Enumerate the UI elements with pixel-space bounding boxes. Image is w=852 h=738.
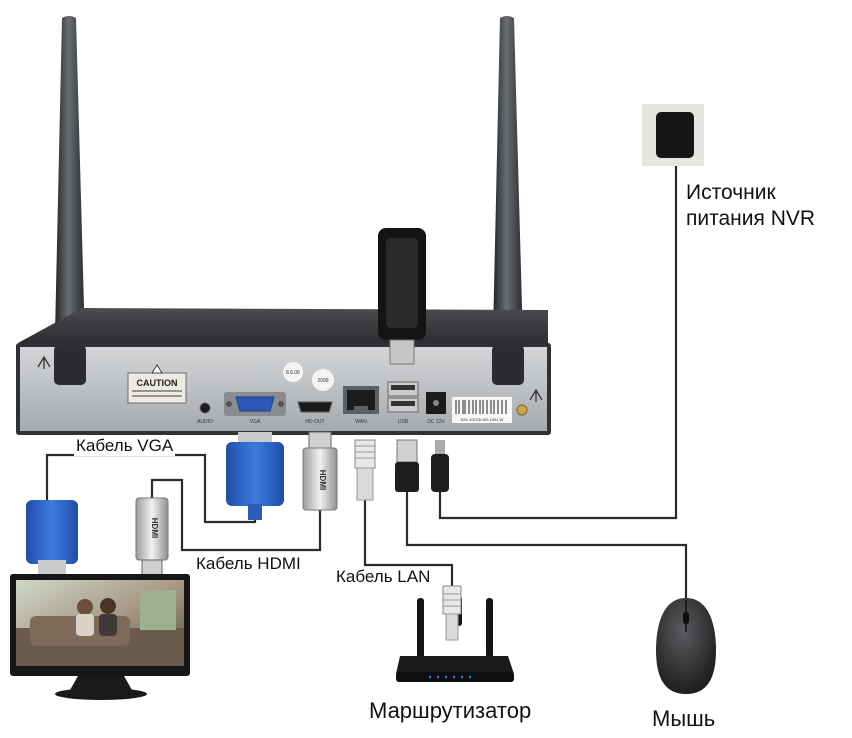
usb-ports	[387, 381, 419, 413]
hdmi-plug: HDMI	[302, 431, 338, 511]
dc-port-label: DC 12V	[427, 419, 445, 425]
dc-power-port	[426, 392, 446, 414]
lan-plug	[354, 439, 376, 501]
mouse-label: Мышь	[652, 706, 716, 731]
power-source-label: Источник питания NVR	[686, 181, 816, 230]
hdmi-cable-line	[150, 478, 322, 552]
cables	[45, 160, 688, 598]
sticker-2-text: 2099	[317, 378, 328, 384]
power-cable-line	[438, 160, 678, 520]
mouse	[656, 598, 716, 694]
sticker-1-text: 8.6.06	[286, 370, 300, 376]
caution-label: CAUTION	[127, 364, 187, 404]
router-lan-plug	[442, 585, 462, 641]
serial-text: S/N: K3226-W2-1951.W	[461, 417, 504, 422]
wan-port-label: WAN	[355, 419, 367, 425]
wan-port	[343, 386, 379, 414]
hdmi-port	[297, 401, 333, 413]
warning-triangle-icon	[151, 364, 163, 374]
lan-cable-line	[363, 500, 454, 588]
usb-wifi-dongle	[378, 228, 426, 365]
vga-cable-label: Кабель VGA	[74, 436, 176, 456]
serial-label: S/N: K3226-W2-1951.W	[452, 397, 512, 423]
monitor-vga-plug	[26, 500, 78, 574]
wifi-antenna-icon	[37, 355, 51, 369]
monitor	[10, 574, 190, 700]
sticker-round	[283, 362, 303, 382]
hdmi-cable-label: Кабель HDMI	[194, 554, 303, 574]
lan-cable-label: Кабель LAN	[334, 567, 433, 587]
audio-port	[199, 402, 211, 414]
nvr-device: CAUTION AUDIO VGA HD OUT 8.6.06 2099	[16, 308, 551, 435]
caution-text: CAUTION	[137, 378, 178, 388]
monitor-hdmi-plug: HDMI	[135, 497, 169, 577]
vga-port-label: VGA	[250, 419, 261, 425]
hdmi-plug-text: HDMI	[318, 470, 327, 490]
monitor-hdmi-plug-text: HDMI	[150, 518, 159, 538]
dc-plug	[431, 440, 449, 492]
router	[396, 596, 514, 682]
usb-plug	[395, 439, 419, 492]
usb-port-label: USB	[398, 419, 409, 425]
sticker-round	[312, 369, 334, 391]
wifi-antenna-icon	[529, 388, 543, 402]
power-outlet	[642, 104, 704, 166]
ground-screw	[516, 404, 528, 416]
audio-port-label: AUDIO	[197, 419, 213, 425]
vga-port	[224, 392, 286, 416]
router-label: Маршрутизатор	[369, 698, 532, 723]
usb-mouse-cable-line	[405, 490, 688, 598]
vga-plug	[226, 432, 284, 520]
hdmi-port-label: HD OUT	[305, 419, 324, 425]
